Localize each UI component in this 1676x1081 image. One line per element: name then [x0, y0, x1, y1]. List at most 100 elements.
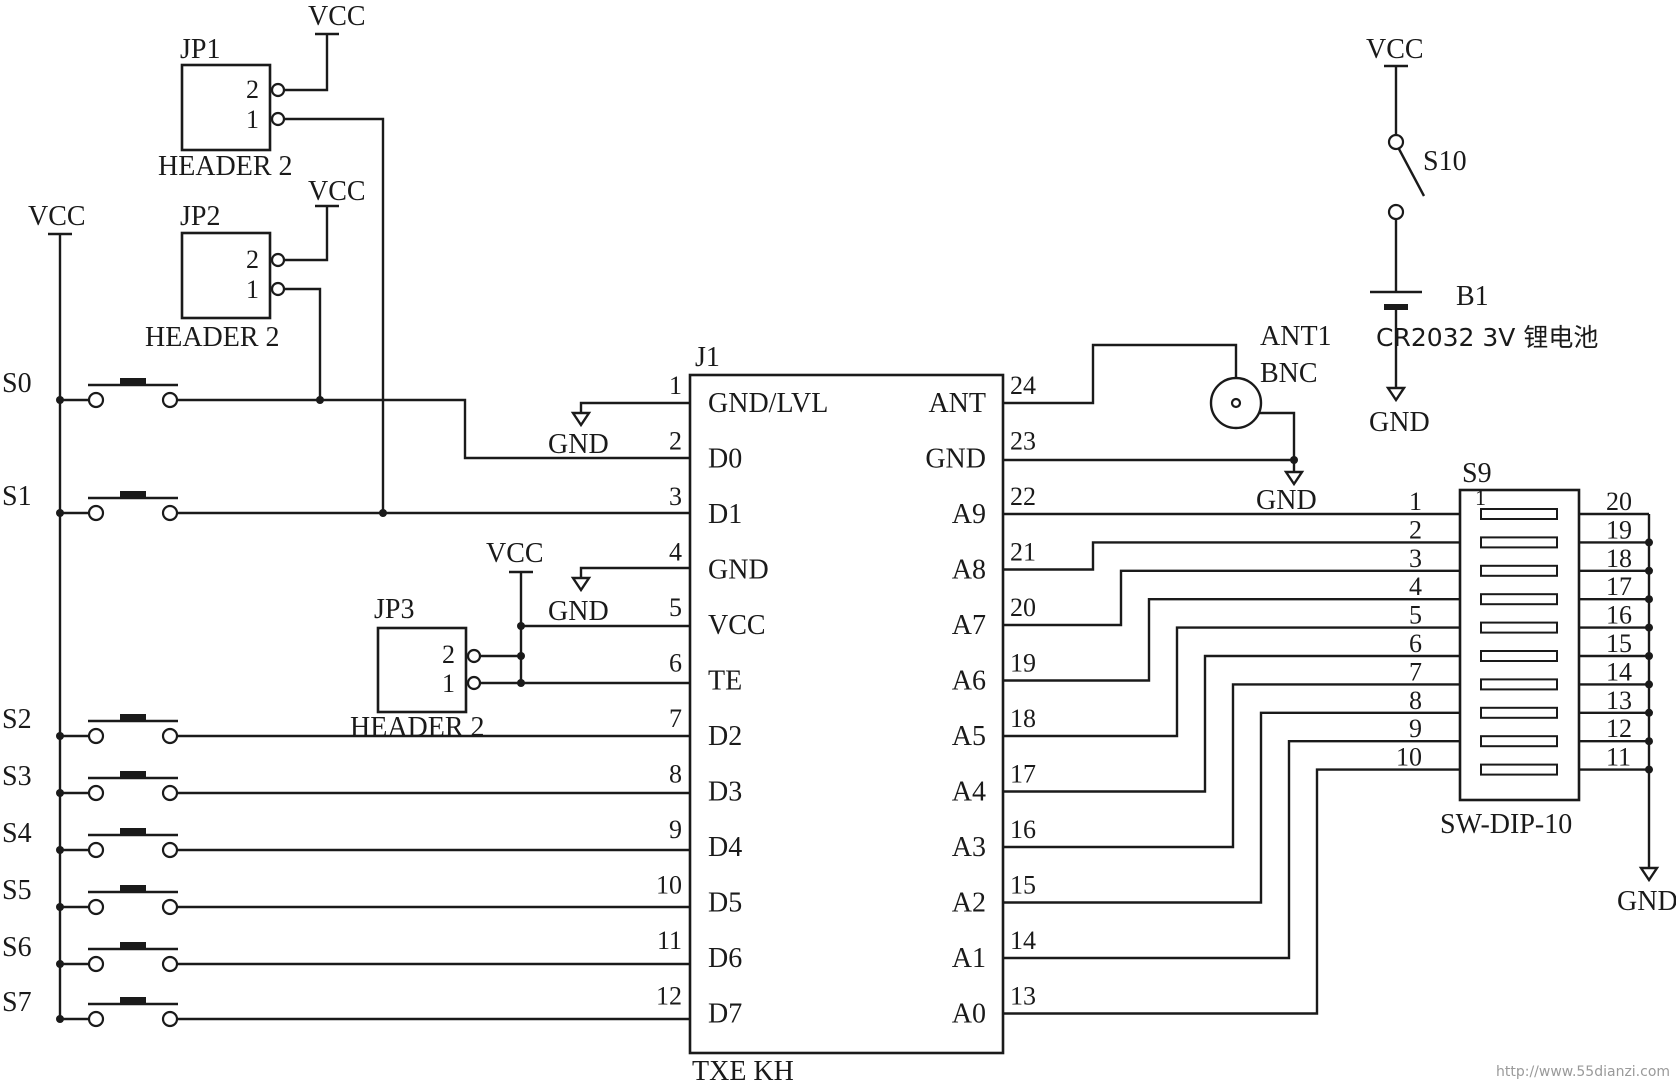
- dip-right-number: 19: [1606, 515, 1632, 544]
- switch-button: [120, 997, 146, 1005]
- j1-pin-name-right: A7: [952, 610, 986, 641]
- jp2-type: HEADER 2: [145, 322, 280, 353]
- address-wire: [1003, 768, 1460, 1015]
- watermark: http://www.55dianzi.com: [1496, 1064, 1670, 1080]
- j1-left-pins: 1GND/LVL2D03D14GND5VCC6TE7D28D39D410D511…: [656, 371, 828, 1030]
- jp2-pin1: [270, 281, 286, 297]
- dip-left-number: 5: [1409, 601, 1422, 630]
- jp3-pin2: [466, 648, 482, 664]
- j1-pin-name-right: GND: [925, 444, 986, 475]
- dip-right-number: 17: [1606, 572, 1632, 601]
- gnd-label-dip: GND: [1617, 886, 1676, 917]
- gnd-label-pin4: GND: [548, 596, 609, 627]
- dip-left-number: 8: [1409, 686, 1422, 715]
- j1-pin-number-left: 6: [669, 649, 682, 678]
- j1-pin-number-right: 24: [1010, 371, 1036, 400]
- switch-button: [120, 378, 146, 386]
- jp3-pin1: [466, 675, 482, 691]
- dip-right-number: 18: [1606, 544, 1632, 573]
- j1-pin-name-left: D5: [708, 888, 742, 919]
- dip-position: [1480, 536, 1558, 549]
- jp1-vcc-label: VCC: [308, 1, 366, 32]
- gnd-arrow-pin4: [570, 576, 592, 593]
- j1-pin-name-left: GND: [708, 555, 769, 586]
- address-wire: [1003, 569, 1460, 627]
- gnd-arrow-ant: [1283, 470, 1305, 487]
- j1-pin-name-right: A9: [952, 499, 986, 530]
- s10-lever: [1397, 148, 1426, 197]
- switch-contact-left: [87, 898, 105, 916]
- j1-pin-number-right: 19: [1010, 649, 1036, 678]
- switch-contact-right: [161, 1010, 179, 1028]
- batt-vcc-label: VCC: [1366, 34, 1424, 65]
- switch-label: S5: [2, 875, 32, 906]
- j1-pin-number-right: 20: [1010, 593, 1036, 622]
- switch-contact-right: [161, 727, 179, 745]
- j1-pin-number-left: 5: [669, 593, 682, 622]
- j1-pin-name-right: A0: [952, 999, 986, 1030]
- j1-ref: J1: [695, 342, 720, 373]
- j1-pin-name-left: D2: [708, 721, 742, 752]
- dip-left-number: 9: [1409, 714, 1422, 743]
- j1-pin-number-right: 17: [1010, 760, 1036, 789]
- jp1-pin1-wire: [284, 117, 385, 513]
- jp3-type: HEADER 2: [350, 712, 485, 743]
- jp2-vcc-label: VCC: [308, 176, 366, 207]
- switch-contact-right: [161, 784, 179, 802]
- dip-position: [1480, 678, 1558, 691]
- j1-pin-name-left: VCC: [708, 610, 766, 641]
- switch-contact-right: [161, 955, 179, 973]
- j1-body: [688, 373, 1005, 1055]
- j1-pin-number-right: 23: [1010, 427, 1036, 456]
- switch-label: S6: [2, 932, 32, 963]
- switch-contact-left: [87, 504, 105, 522]
- dip-right-number: 13: [1606, 686, 1632, 715]
- j1-pin-name-right: A8: [952, 555, 986, 586]
- dip-left-number: 4: [1409, 572, 1422, 601]
- j1-pin-name-left: D7: [708, 999, 742, 1030]
- switch-label: S0: [2, 368, 32, 399]
- j1-pin-name-right: A2: [952, 888, 986, 919]
- j1-pin-number-right: 15: [1010, 871, 1036, 900]
- j1-pin-name-right: ANT: [928, 388, 986, 419]
- jp1-pin1-label: 1: [246, 105, 259, 134]
- s0-to-d0-wire: [177, 398, 690, 460]
- jp2-ref: JP2: [180, 201, 220, 232]
- j1-pin-number-left: 1: [669, 371, 682, 400]
- dip-position: [1480, 564, 1558, 577]
- j1-right-pins: 24ANT23GND22A921A820A719A618A517A416A315…: [925, 371, 1036, 1030]
- switch-contact-left: [87, 784, 105, 802]
- j1-pin-name-right: A5: [952, 721, 986, 752]
- switch-button: [120, 885, 146, 893]
- switch-label: S1: [2, 481, 32, 512]
- dip-left-number: 2: [1409, 515, 1422, 544]
- gnd-label-ant: GND: [1256, 485, 1317, 516]
- gnd-arrow-batt: [1385, 386, 1407, 403]
- j1-pin-name-right: A6: [952, 666, 986, 697]
- switch-contact-left: [87, 1010, 105, 1028]
- jp1-pin1: [270, 111, 286, 127]
- dip-left-number: 3: [1409, 544, 1422, 573]
- left-vcc-label: VCC: [28, 201, 86, 232]
- j1-pin-name-left: TE: [708, 666, 742, 697]
- s9-body: [1458, 488, 1581, 802]
- j1-pin-number-right: 16: [1010, 815, 1036, 844]
- s9-part: SW-DIP-10: [1440, 809, 1572, 840]
- dip-right-number: 15: [1606, 629, 1632, 658]
- gnd-label-pin1: GND: [548, 429, 609, 460]
- switch-label: S4: [2, 818, 32, 849]
- jp3-body: [376, 626, 468, 714]
- switch-button: [120, 771, 146, 779]
- j1-pin-number-left: 4: [669, 538, 682, 567]
- switch-contact-left: [87, 727, 105, 745]
- j1-pin-name-left: D0: [708, 444, 742, 475]
- address-wire: [1003, 711, 1460, 904]
- bnc-center: [1230, 397, 1242, 409]
- s9-ref: S9: [1462, 458, 1492, 489]
- j1-pin-name-right: A1: [952, 943, 986, 974]
- junction-jp3-a: [517, 622, 525, 630]
- jp2-pin2: [270, 252, 286, 268]
- dip-position: [1480, 593, 1558, 606]
